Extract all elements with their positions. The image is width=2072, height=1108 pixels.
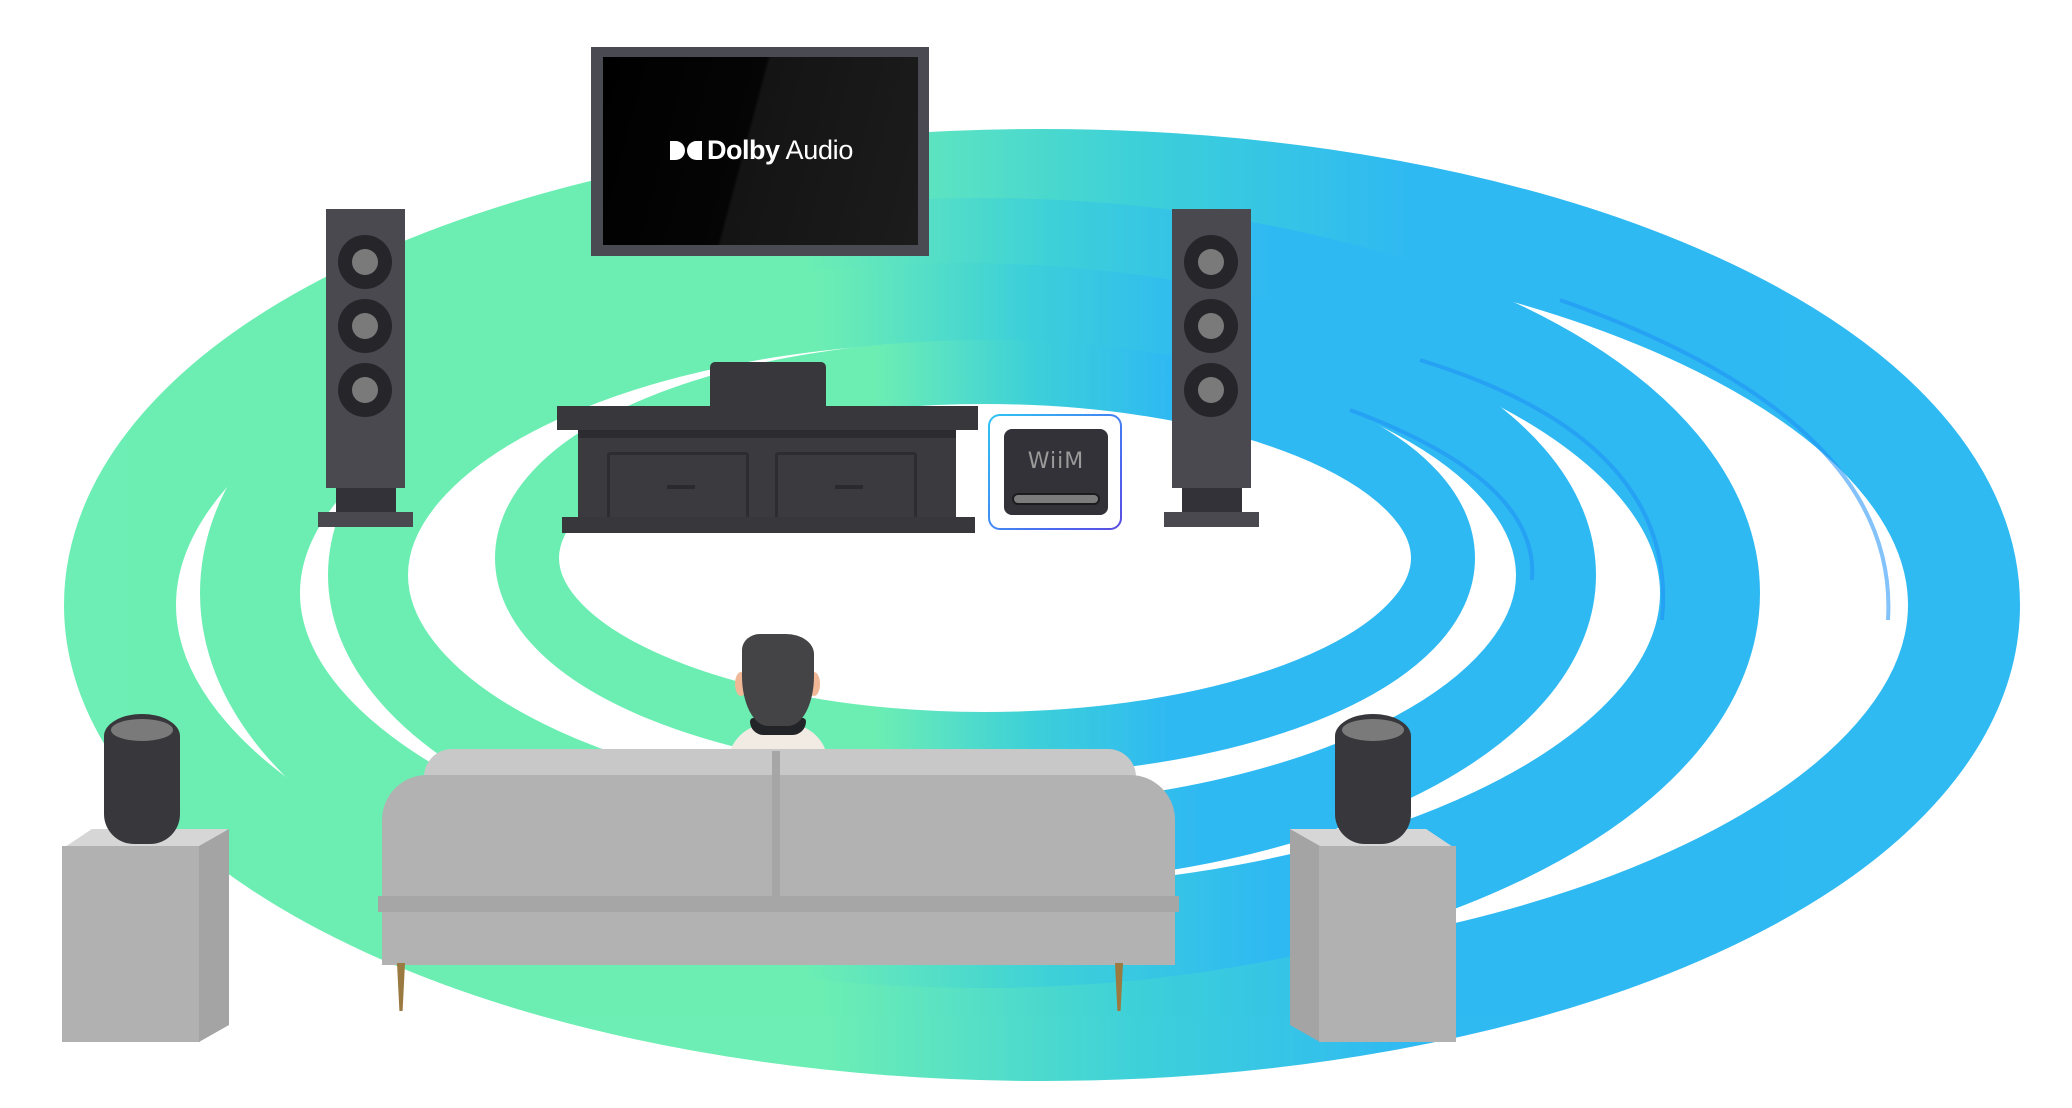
person-head <box>742 634 814 726</box>
speaker-driver-icon <box>338 363 392 417</box>
speaker-driver-icon <box>338 299 392 353</box>
speaker-driver-icon <box>338 235 392 289</box>
front-left-tower-base <box>336 488 396 512</box>
sound-ring-outer <box>64 129 2020 1081</box>
dolby-brand-text: Dolby <box>707 135 780 165</box>
front-left-tower-speaker <box>326 209 405 488</box>
television: Dolby Audio <box>591 47 929 256</box>
sofa-leg-left <box>397 963 405 1011</box>
speaker-driver-icon <box>1184 363 1238 417</box>
front-right-tower-foot <box>1164 512 1259 527</box>
speaker-driver-icon <box>1184 299 1238 353</box>
wiim-device-highlight: WiiM <box>988 414 1122 530</box>
surround-left-speaker <box>104 714 180 844</box>
cabinet-drawer-left <box>607 452 749 522</box>
dolby-audio-logo: Dolby Audio <box>670 137 853 164</box>
wiim-streamer: WiiM <box>1004 429 1108 515</box>
wiim-light-bar <box>1012 493 1100 505</box>
drawer-handle-icon <box>667 485 695 489</box>
left-pedestal <box>62 846 200 1042</box>
tv-cabinet-shadow <box>578 430 956 438</box>
right-pedestal <box>1319 846 1456 1042</box>
front-right-tower-base <box>1182 488 1242 512</box>
sofa-leg-right <box>1115 963 1123 1011</box>
dolby-double-d-icon <box>670 141 702 160</box>
speaker-top-icon <box>111 719 173 741</box>
tv-cabinet-top <box>557 406 978 430</box>
tv-cabinet-plinth <box>562 517 975 533</box>
right-pedestal-side <box>1290 829 1320 1042</box>
dolby-product-text: Audio <box>785 135 854 165</box>
sofa-seam <box>772 751 780 896</box>
front-left-tower-foot <box>318 512 413 527</box>
cabinet-drawer-right <box>775 452 917 522</box>
sound-ring-inner <box>495 340 1475 776</box>
drawer-handle-icon <box>835 485 863 489</box>
wiim-logo: WiiM <box>1027 449 1085 474</box>
left-pedestal-side <box>199 829 229 1042</box>
speaker-top-icon <box>1342 719 1404 741</box>
front-right-tower-speaker <box>1172 209 1251 488</box>
tv-screen: Dolby Audio <box>603 57 918 245</box>
surround-right-speaker <box>1335 714 1411 844</box>
sofa-band <box>378 896 1179 912</box>
speaker-driver-icon <box>1184 235 1238 289</box>
center-speaker <box>710 362 826 408</box>
